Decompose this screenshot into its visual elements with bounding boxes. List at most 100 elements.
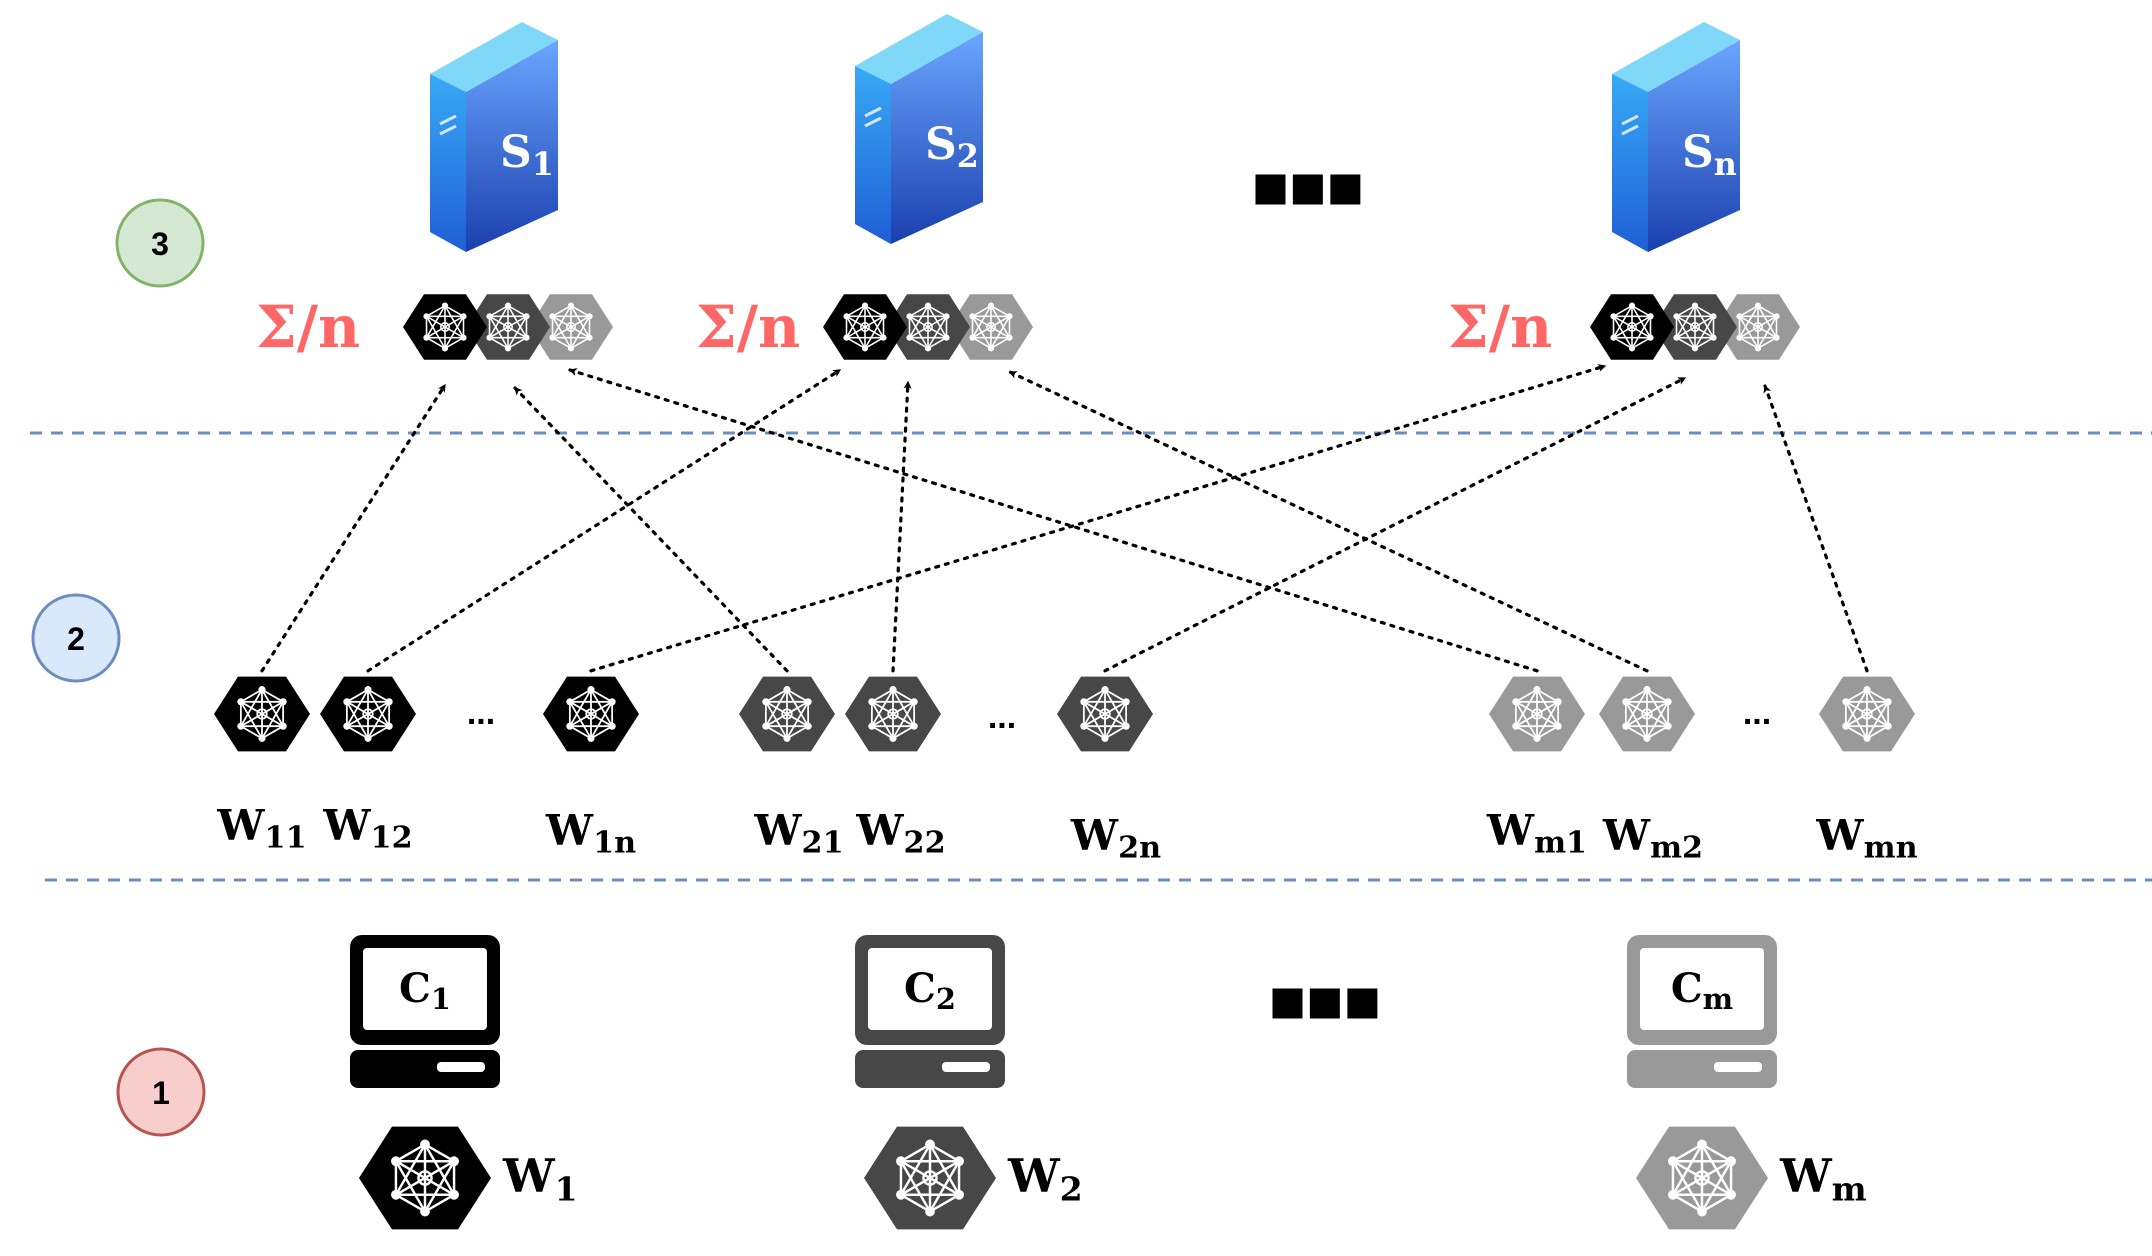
upload-arrow-8 <box>1008 370 1649 673</box>
split-model-label-base: W <box>216 801 265 850</box>
aggregated-model-3-icon <box>529 294 613 360</box>
local-model-label-sub: m <box>1832 1169 1867 1208</box>
local-model-label: Wm <box>1779 1149 1867 1208</box>
split-model-label-sub: 22 <box>904 826 946 861</box>
server-3: Sn <box>1612 22 1740 252</box>
server-slot <box>439 114 457 126</box>
computer-base <box>350 1050 500 1088</box>
split-model-label: W12 <box>322 801 412 856</box>
model-ellipsis-1: ... <box>467 694 495 732</box>
split-model-label-sub: 21 <box>802 826 844 861</box>
split-model-label-base: W <box>1486 806 1535 855</box>
server-top-face <box>855 14 983 84</box>
neural-network-hexagon-icon <box>1599 676 1695 752</box>
split-model-label-sub: 12 <box>371 821 413 856</box>
split-model-label: W2n <box>1070 811 1161 866</box>
layer-badge-1: 1 <box>116 1047 206 1137</box>
layer-badge-2: 2 <box>31 593 121 683</box>
split-model-label-sub: mn <box>1864 831 1918 866</box>
upload-arrow-1 <box>260 383 447 673</box>
split-model-label-sub: 2n <box>1118 831 1161 866</box>
aggregated-model-2-icon <box>1653 294 1737 360</box>
client-label: C1 <box>399 965 451 1016</box>
split-model-label-base: W <box>322 801 371 850</box>
aggregated-model-3-icon <box>1716 294 1800 360</box>
neural-network-hexagon-icon <box>739 676 835 752</box>
split-model-1: W11 <box>214 676 310 856</box>
split-model-2: W12 <box>320 676 416 856</box>
layer-badge-1-circle <box>116 1047 206 1137</box>
server-slot <box>1621 114 1639 126</box>
server-label-1: S1 <box>500 127 554 183</box>
client-label-base: C <box>1671 965 1703 1012</box>
aggregation-stack-1: Σ/n <box>256 293 613 361</box>
client-label-base: C <box>904 965 936 1012</box>
server-label-2-base: S <box>925 119 957 170</box>
split-model-8: Wm2 <box>1599 676 1703 866</box>
split-model-5: W22 <box>845 676 946 861</box>
split-model-label-base: W <box>1070 811 1119 860</box>
client-label: Cm <box>1671 965 1733 1016</box>
upload-arrows <box>260 364 1869 673</box>
neural-network-hexagon-icon <box>320 676 416 752</box>
split-model-label: Wm2 <box>1602 811 1703 866</box>
upload-arrow-9 <box>1763 384 1869 673</box>
layer-badge-2-circle <box>31 593 121 683</box>
local-model-label-base: W <box>502 1149 556 1203</box>
server-left-face <box>430 74 466 252</box>
layer-badge-2-label: 2 <box>67 621 85 657</box>
sum-average-label: Σ/n <box>1448 293 1552 361</box>
split-model-label: W11 <box>216 801 306 856</box>
neural-network-hexagon-icon <box>214 676 310 752</box>
monitor-screen <box>363 948 487 1030</box>
computer-icon <box>350 935 500 1088</box>
split-model-label-base: W <box>1602 811 1651 860</box>
split-model-7: Wm1 <box>1486 676 1587 861</box>
upload-arrow-3 <box>589 364 1607 673</box>
split-model-label-base: W <box>753 806 802 855</box>
split-model-4: W21 <box>739 676 844 861</box>
server-icon <box>1612 22 1740 252</box>
server-label-2-sub: 2 <box>957 138 979 175</box>
upload-arrow-6 <box>1103 376 1687 673</box>
neural-network-hexagon-icon <box>845 676 941 752</box>
split-model-label: W22 <box>855 806 945 861</box>
server-front-face <box>891 32 983 244</box>
local-model-label-sub: 1 <box>555 1169 578 1208</box>
client-label-sub: 1 <box>431 982 451 1016</box>
layer-badge-3: 3 <box>115 198 205 288</box>
model-ellipsis-3: ... <box>1743 694 1771 732</box>
server-left-face <box>1612 74 1648 252</box>
server-top-face <box>430 22 558 92</box>
aggregated-model-1-icon <box>1590 294 1674 360</box>
local-model-label: W1 <box>502 1149 578 1208</box>
split-model-label-sub: 1n <box>593 826 636 861</box>
upload-arrow-7 <box>568 368 1539 673</box>
server-slot <box>1621 124 1639 136</box>
drive-slot <box>437 1062 485 1072</box>
neural-network-hexagon-icon <box>543 676 639 752</box>
local-model-icon <box>359 1126 491 1230</box>
split-model-6: W2n <box>1057 676 1161 866</box>
client-label-sub: m <box>1703 982 1733 1016</box>
neural-network-hexagon-icon <box>1057 676 1153 752</box>
server-front-face <box>466 40 558 252</box>
local-model-label-base: W <box>1007 1149 1061 1203</box>
upload-arrow-4 <box>513 386 789 673</box>
local-model-label: W2 <box>1007 1149 1083 1208</box>
split-model-label-sub: 11 <box>265 821 307 856</box>
server-front-face <box>1648 40 1740 252</box>
server-left-face <box>855 66 891 244</box>
neural-network-hexagon-icon <box>1489 676 1585 752</box>
client-label-sub: 2 <box>936 982 956 1016</box>
computer-base <box>855 1050 1005 1088</box>
aggregated-model-2-icon <box>466 294 550 360</box>
server-label-3-base: S <box>1682 127 1714 178</box>
client-label: C2 <box>904 965 956 1016</box>
split-model-label: Wm1 <box>1486 806 1587 861</box>
server-1: S1 <box>430 22 558 252</box>
server-label-3: Sn <box>1682 127 1737 183</box>
